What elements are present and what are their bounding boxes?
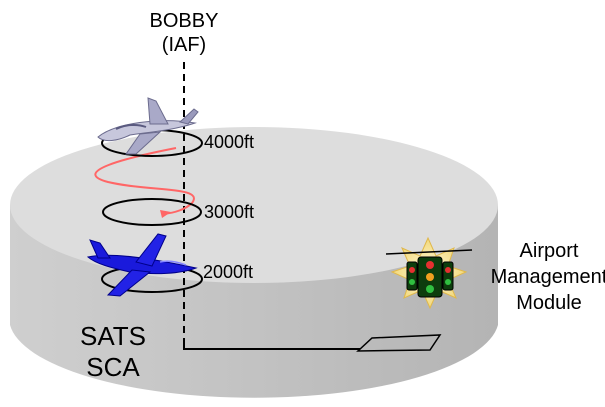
sca-cylinder xyxy=(10,127,498,398)
airport-label-line2: Management xyxy=(491,266,605,288)
runway-icon xyxy=(356,334,442,352)
approach-line xyxy=(183,338,360,350)
descent-path xyxy=(94,147,195,215)
altitude-label-4000: 4000ft xyxy=(204,132,254,152)
sats-label: SATS xyxy=(80,321,146,351)
airport-label-line1: Airport xyxy=(520,240,579,262)
cylinder-top xyxy=(10,127,498,283)
business-jet-icon xyxy=(86,233,198,297)
altitude-label-2000: 2000ft xyxy=(203,262,253,282)
airport-label-line3: Module xyxy=(516,292,582,314)
sca-label: SCA xyxy=(86,352,140,382)
traffic-light-icon xyxy=(385,236,473,310)
fix-name: BOBBY xyxy=(150,10,219,32)
altitude-label-3000: 3000ft xyxy=(204,202,254,222)
holding-pattern-3000 xyxy=(102,198,202,226)
light-aircraft-icon xyxy=(97,97,199,155)
descent-arrowhead xyxy=(160,210,171,218)
fix-type: (IAF) xyxy=(162,34,206,56)
